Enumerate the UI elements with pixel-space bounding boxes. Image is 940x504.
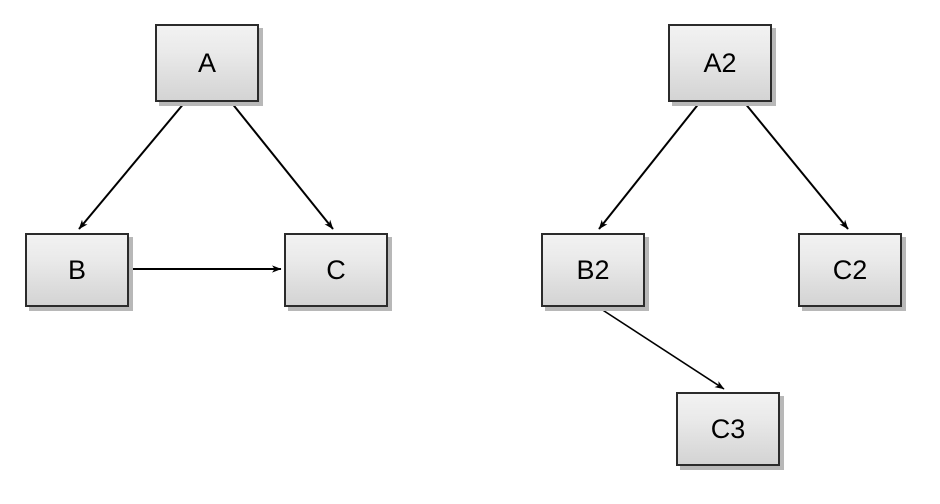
node-a-label: A	[197, 47, 216, 78]
node-c2-label: C2	[832, 254, 868, 285]
node-c-label: C	[326, 254, 346, 285]
edge-a-to-b	[78, 101, 186, 230]
node-b2[interactable]: B2	[541, 233, 645, 307]
node-a2[interactable]: A2	[668, 24, 772, 102]
node-c2[interactable]: C2	[798, 233, 902, 307]
edge-a2-to-b2	[598, 101, 701, 230]
node-b2-label: B2	[576, 254, 610, 285]
node-c3-label: C3	[710, 413, 746, 444]
edge-a-to-c	[230, 101, 334, 230]
edge-a2-to-c2	[743, 101, 849, 230]
node-c3[interactable]: C3	[676, 392, 780, 466]
node-a[interactable]: A	[155, 24, 259, 102]
node-b-label: B	[67, 254, 86, 285]
node-a2-label: A2	[703, 47, 737, 78]
edge-b2-to-c3	[597, 306, 725, 390]
node-c[interactable]: C	[284, 233, 388, 307]
node-b[interactable]: B	[25, 233, 129, 307]
